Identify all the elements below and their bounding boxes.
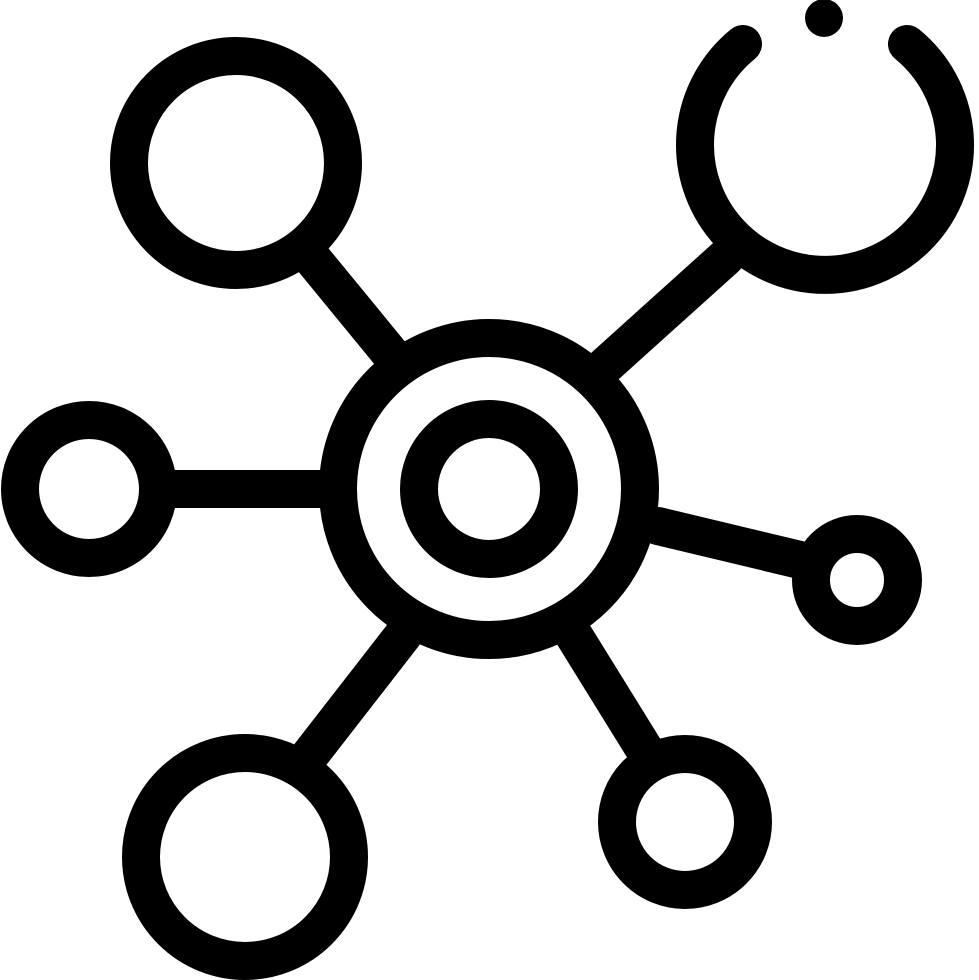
node-top-right-dot [805,0,843,37]
connector-right [639,507,819,579]
node-bottom-left [122,734,368,980]
connector-top-right [576,238,745,394]
connector-bottom-left [284,615,423,783]
node-right [792,515,922,645]
node-left [1,401,177,577]
connector-top-left [292,238,417,382]
hub-inner-ring [400,400,578,578]
hub-outer-ring [319,319,659,659]
connector-bottom-right [554,615,670,779]
node-top-right-open-ring [676,25,974,294]
node-top-left [110,37,362,289]
node-bottom-right [598,735,772,909]
